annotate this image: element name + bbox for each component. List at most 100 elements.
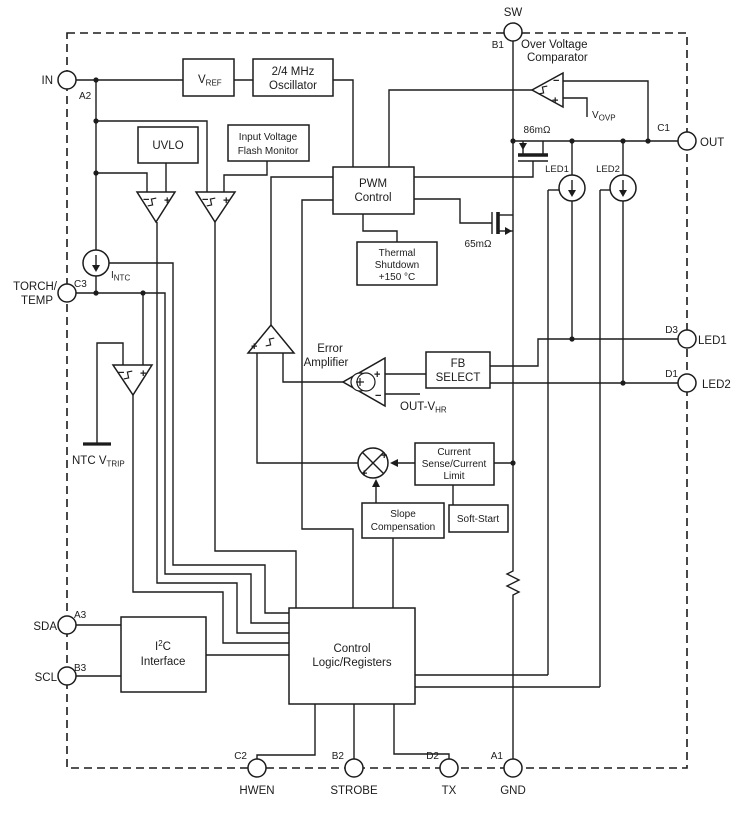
wire [156,222,289,634]
wire [393,704,450,759]
uvlo-label: UVLO [152,140,183,152]
svg-text:SELECT: SELECT [436,372,481,384]
svg-text:+: + [223,195,229,207]
pin-torch [57,283,77,303]
wire [256,353,358,464]
control-logic-label: Control [333,643,370,655]
thermal-shutdown-block [356,241,438,286]
slope-compensation-label: Slope [390,509,416,520]
control-logic-block [288,607,416,705]
r86-label: 86mΩ [524,125,551,136]
svg-text:D1: D1 [665,369,678,380]
pin-hwen [247,758,267,778]
sense-resistor [505,568,521,598]
svg-text:Flash Monitor: Flash Monitor [238,146,299,157]
summing-junction: + + [357,447,389,480]
wire [333,79,354,167]
svg-text:B2: B2 [332,751,345,762]
ntc-comparator [111,364,154,397]
wire [109,262,289,614]
wire [563,80,649,141]
flash-comparator [194,191,237,224]
svg-text:C3: C3 [74,279,87,290]
uvlo-comparator [135,191,177,224]
svg-text:C2: C2 [234,751,247,762]
wire [223,161,268,192]
svg-text:VREF: VREF [198,74,222,88]
ivfm-label: Input Voltage [239,132,298,143]
comparators: − + − + − + + − + + − [111,71,564,408]
out-label: OUT [700,137,724,149]
pin-out [677,131,697,151]
intc-current-source [82,249,110,277]
svg-text:Limit: Limit [443,471,464,482]
svg-text:Shutdown: Shutdown [375,260,419,271]
strobe-label: STROBE [330,785,378,797]
svg-text:Sense/Current: Sense/Current [422,459,487,470]
pin-tx [439,758,459,778]
input-voltage-flash-monitor-block [227,124,310,162]
current-sources [82,174,637,277]
pin-sda [57,615,77,635]
thermal-label: Thermal [379,248,416,259]
pin-led2 [677,373,697,393]
blocks: VREF 2/4 MHz Oscillator UVLO Input Volta… [120,58,509,705]
pin-in [57,70,77,90]
wire [214,222,297,608]
wire [270,176,333,325]
svg-text:+: + [251,341,257,353]
wire [301,199,354,608]
pwm-control-block [332,166,415,215]
svg-text:+: + [164,195,170,207]
svg-text:Amplifier: Amplifier [304,357,349,369]
svg-text:C1: C1 [657,123,670,134]
wire [96,172,148,192]
vovp-label: VOVP [592,110,616,123]
vref-block [182,58,235,97]
over-voltage-comparator [530,71,564,109]
pwm-label: PWM [359,178,387,190]
wire [414,161,534,178]
svg-text:A3: A3 [74,610,87,621]
wire [362,214,398,242]
wire [96,120,208,192]
ntc-vtrip-label: NTC VTRIP [72,455,125,469]
wire [256,704,316,759]
svg-text:−: − [553,75,559,87]
led2-pin-label: LED2 [702,379,731,391]
svg-text:+: + [552,95,558,107]
svg-text:TEMP: TEMP [21,295,53,307]
wire [490,338,678,367]
sw-label: SW [504,7,523,19]
svg-text:+: + [374,369,380,381]
i2c-interface-block [120,616,207,693]
fb-select-label: FB [451,358,466,370]
pin-gnd [503,758,523,778]
package-pins [57,22,697,778]
out-vhr-label: OUT-VHR [400,401,447,415]
svg-text:D2: D2 [426,751,439,762]
pin-strobe [344,758,364,778]
svg-text:D3: D3 [665,325,678,336]
svg-text:Control: Control [354,192,391,204]
in-label: IN [42,75,54,87]
intc-label: INTC [111,270,130,283]
svg-text:A1: A1 [491,751,504,762]
fb-select-block [425,351,491,389]
svg-text:Logic/Registers: Logic/Registers [312,657,392,669]
svg-text:−: − [202,194,208,206]
over-voltage-comparator-label: Over Voltage [521,39,587,51]
svg-text:Oscillator: Oscillator [269,80,317,92]
pin-labels: SW B1 IN A2 TORCH/ TEMP C3 OUT C1 LED1 D… [13,7,731,797]
uvlo-block [137,126,199,164]
led2-current-source [609,174,637,202]
vref-label: V [198,74,206,86]
svg-text:+: + [361,468,367,480]
error-amplifier-label: Error [317,343,343,355]
oscillator-block [252,58,334,97]
wires [76,41,678,759]
wire [388,89,532,167]
current-sense-block [414,442,495,486]
tx-label: TX [442,785,457,797]
